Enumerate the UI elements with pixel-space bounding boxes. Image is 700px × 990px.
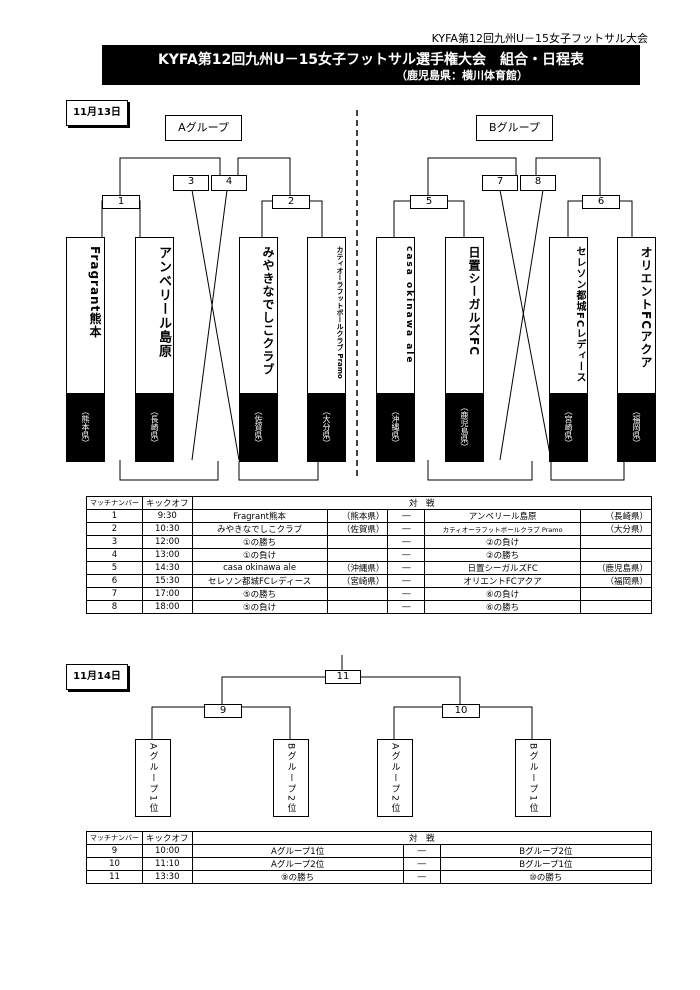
- team-pref: （宮崎県）: [550, 393, 587, 461]
- table-header-row: マッチナンバー キックオフ 対 戦: [86, 831, 653, 845]
- header-kickoff: キックオフ: [142, 831, 193, 845]
- team-pref: （福岡県）: [618, 393, 655, 461]
- team-name: Fragrant熊本: [88, 246, 102, 339]
- kickoff-cell: 13:30: [142, 870, 193, 884]
- match-number-cell: 11: [86, 870, 143, 884]
- team-pref: （長崎県）: [136, 393, 173, 461]
- match-number-cell: 8: [86, 600, 143, 614]
- kickoff-cell: 18:00: [142, 600, 193, 614]
- header-match-number: マッチナンバー: [86, 831, 143, 845]
- kickoff-cell: 10:00: [142, 844, 193, 858]
- away-team-cell: Bグループ1位: [439, 857, 653, 871]
- home-team-cell: ⑤の負け: [191, 600, 328, 614]
- team-box: オリエントFCアクア （福岡県）: [617, 237, 656, 462]
- group-b-label: Bグループ: [476, 115, 553, 141]
- title-bar: KYFA第12回九州U－15女子フットサル選手権大会 組合・日程表 （鹿児島県：…: [102, 45, 640, 85]
- match-number-box: 10: [442, 704, 480, 718]
- match-number-cell: 9: [86, 844, 143, 858]
- team-pref: （大分県）: [308, 393, 345, 461]
- group-a-label: Aグループ: [165, 115, 242, 141]
- team-box: みやきなでしこクラブ （佐賀県）: [239, 237, 278, 462]
- versus-cell: ―: [402, 857, 441, 871]
- team-box: 日置シーガルズFC （鹿児島県）: [445, 237, 484, 462]
- final-team-box: Bグループ2位: [273, 739, 309, 817]
- page-title: KYFA第12回九州U－15女子フットサル選手権大会 組合・日程表: [157, 52, 585, 68]
- match-number-box: 1: [102, 195, 140, 209]
- match-number-box: 2: [272, 195, 310, 209]
- home-team-cell: Aグループ1位: [191, 844, 404, 858]
- day2-date: 11月14日: [66, 664, 128, 690]
- team-pref: （鹿児島県）: [446, 393, 483, 461]
- team-name: アンベリール島原: [156, 246, 171, 358]
- home-team-cell: ①の負け: [191, 548, 328, 562]
- team-box: casa okinawa ale （沖縄県）: [376, 237, 415, 462]
- team-name: みやきなでしこクラブ: [261, 246, 275, 376]
- team-box: セレソン都城FCレディース （宮崎県）: [549, 237, 588, 462]
- team-name: casa okinawa ale: [404, 246, 414, 365]
- versus-cell: ―: [402, 870, 441, 884]
- team-name: オリエントFCアクア: [639, 246, 653, 370]
- team-pref: （熊本県）: [67, 393, 104, 461]
- final-team-box: Aグループ1位: [135, 739, 171, 817]
- versus-cell: ―: [402, 844, 441, 858]
- kickoff-cell: 11:10: [142, 857, 193, 871]
- team-name: セレソン都城FCレディース: [574, 246, 585, 384]
- team-box: アンベリール島原 （長崎県）: [135, 237, 174, 462]
- away-team-cell: Bグループ2位: [439, 844, 653, 858]
- header-match: 対 戦: [191, 831, 653, 845]
- final-team-box: Bグループ1位: [515, 739, 551, 817]
- versus-cell: ―: [387, 600, 426, 614]
- team-box: カティオーラフットボールクラブ Pramo （大分県）: [307, 237, 346, 462]
- team-name: 日置シーガルズFC: [467, 246, 481, 357]
- match-number-cell: 10: [86, 857, 143, 871]
- final-team-box: Aグループ2位: [377, 739, 413, 817]
- match-number-box: 9: [204, 704, 242, 718]
- match-number-box: 4: [211, 175, 247, 191]
- day1-date: 11月13日: [66, 100, 128, 126]
- team-pref: （佐賀県）: [240, 393, 277, 461]
- away-team-cell: ⑩の勝ち: [439, 870, 653, 884]
- versus-cell: ―: [387, 574, 426, 588]
- team-name: カティオーラフットボールクラブ Pramo: [336, 246, 344, 379]
- team-box: Fragrant熊本 （熊本県）: [66, 237, 105, 462]
- match-number-box: 8: [520, 175, 556, 191]
- match-number-box: 3: [173, 175, 209, 191]
- home-team-cell: Aグループ2位: [191, 857, 404, 871]
- team-pref: （沖縄県）: [377, 393, 414, 461]
- match-number-box: 7: [482, 175, 518, 191]
- match-number-box: 5: [410, 195, 448, 209]
- match-number-box: 11: [325, 670, 361, 684]
- venue-label: （鹿児島県：横川体育館）: [396, 69, 528, 82]
- home-team-cell: ⑨の勝ち: [191, 870, 404, 884]
- match-number-box: 6: [582, 195, 620, 209]
- away-pref-cell: [579, 600, 653, 614]
- header-tag: KYFA第12回九州U－15女子フットサル大会: [431, 32, 648, 45]
